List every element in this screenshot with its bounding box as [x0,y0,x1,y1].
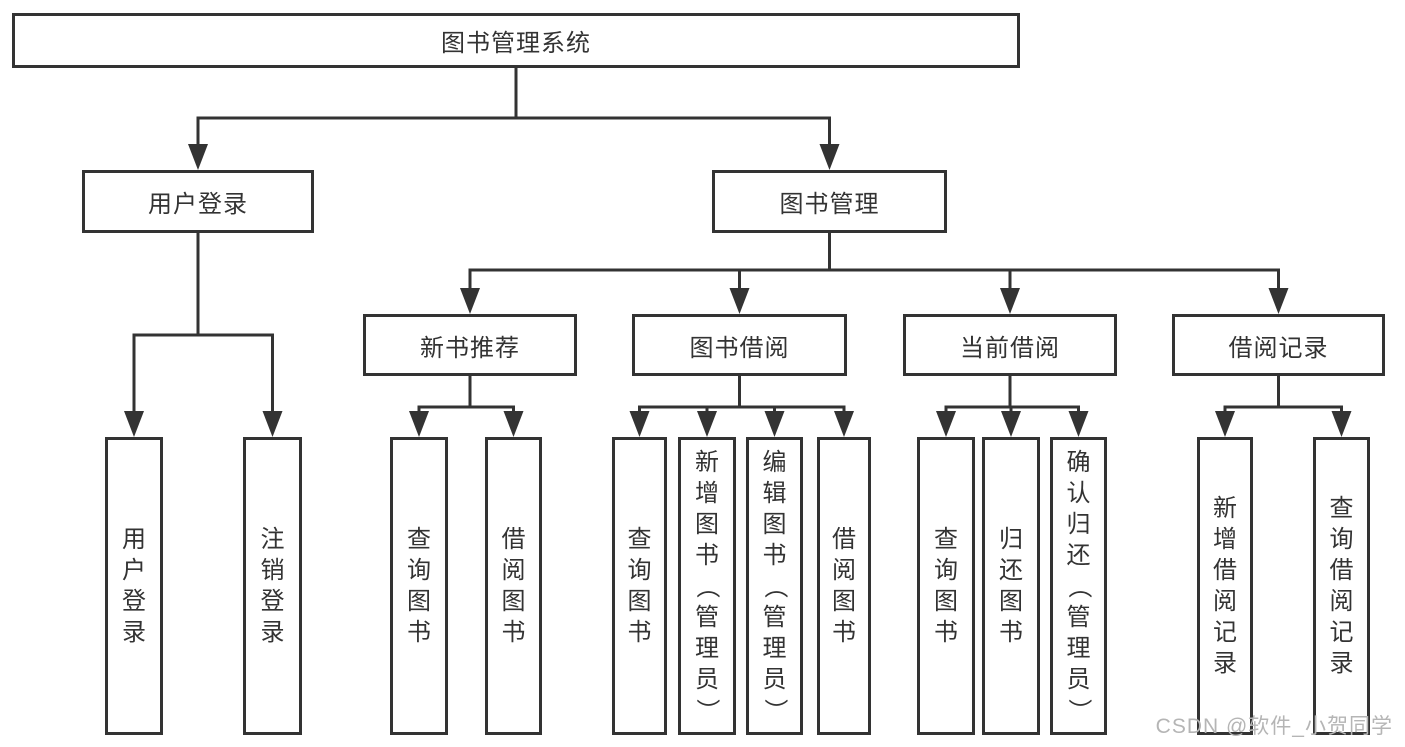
node-leaf-query-books-2: 查询图书 [612,437,667,735]
node-root-label: 图书管理系统 [441,30,591,57]
node-book-borrow-label: 图书借阅 [689,334,790,362]
node-leaf-logout: 注销登录 [243,437,302,735]
csdn-watermark: CSDN @软件_小贺同学 [1155,715,1393,738]
node-leaf-return-books: 归还图书 [982,437,1040,735]
node-user-login-label: 用户登录 [148,191,248,218]
node-borrow-records: 借阅记录 [1172,314,1385,376]
node-leaf-confirm-return-admin: 确认归还（管理员） [1050,437,1107,735]
node-leaf-borrow-books-2: 借阅图书 [817,437,871,735]
node-leaf-add-book-admin: 新增图书（管理员） [678,437,736,735]
node-borrow-records-label: 借阅记录 [1228,334,1329,362]
node-user-login: 用户登录 [82,170,314,233]
node-leaf-borrow-books-1: 借阅图书 [485,437,542,735]
node-new-book-recommend: 新书推荐 [363,314,577,376]
node-leaf-edit-book-admin: 编辑图书（管理员） [746,437,803,735]
node-root: 图书管理系统 [12,13,1020,68]
node-book-borrow: 图书借阅 [632,314,847,376]
node-leaf-query-borrow-record: 查询借阅记录 [1313,437,1370,735]
node-new-book-recommend-label: 新书推荐 [420,334,520,362]
node-book-management: 图书管理 [712,170,947,233]
node-leaf-add-borrow-record: 新增借阅记录 [1197,437,1253,735]
node-leaf-query-books-1: 查询图书 [390,437,448,735]
node-current-borrow: 当前借阅 [903,314,1117,376]
node-current-borrow-label: 当前借阅 [960,334,1060,362]
node-leaf-user-login: 用户登录 [105,437,163,735]
node-leaf-query-books-3: 查询图书 [917,437,975,735]
node-book-management-label: 图书管理 [779,191,880,218]
